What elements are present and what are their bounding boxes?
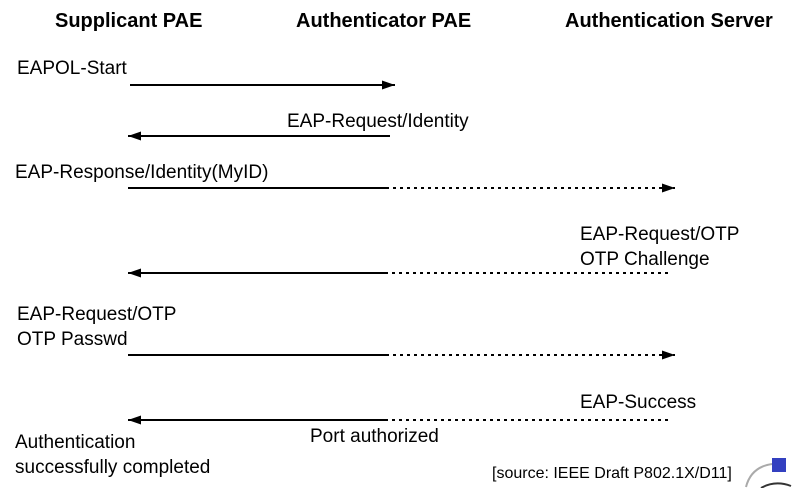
message-label-line1: EAP-Request/OTP	[580, 224, 740, 245]
arrowhead-left	[128, 415, 141, 425]
message-label-eap-request-identity: EAP-Request/Identity	[287, 111, 469, 132]
arrowhead-left	[128, 131, 141, 141]
column-header-supplicant-pae: Supplicant PAE	[55, 10, 203, 32]
corner-logo	[745, 458, 792, 488]
message-label-line2: OTP Passwd	[17, 329, 128, 350]
arrow-eap-response-otp	[128, 350, 675, 360]
status-label-line2: successfully completed	[15, 457, 211, 478]
status-label-port-authorized: Port authorized	[310, 426, 439, 447]
message-label-eap-request-otp-challenge: EAP-Request/OTP OTP Challenge	[580, 222, 739, 272]
arrowhead-right	[382, 80, 395, 90]
message-label-eap-success: EAP-Success	[580, 392, 697, 413]
column-header-authenticator-pae: Authenticator PAE	[296, 10, 472, 32]
arrowhead-right	[662, 350, 675, 360]
status-label-line1: Authentication	[15, 432, 136, 453]
message-label-line2: OTP Challenge	[580, 249, 710, 270]
message-label-line1: EAP-Request/OTP	[17, 304, 177, 325]
logo-bottom-arc	[760, 482, 792, 488]
column-header-authentication-server: Authentication Server	[565, 10, 773, 32]
logo-arc	[745, 463, 773, 488]
message-label-eapol-start: EAPOL-Start	[17, 58, 127, 79]
logo-square-icon	[772, 458, 786, 472]
status-label-authentication-completed: Authentication successfully completed	[15, 430, 210, 480]
arrowhead-right	[662, 183, 675, 193]
arrowhead-left	[128, 268, 141, 278]
source-citation: [source: IEEE Draft P802.1X/D11]	[492, 465, 732, 482]
arrow-eapol-start	[130, 80, 395, 90]
message-label-eap-response-identity: EAP-Response/Identity(MyID)	[15, 162, 269, 183]
message-label-eap-response-otp-passwd: EAP-Request/OTP OTP Passwd	[17, 302, 176, 352]
